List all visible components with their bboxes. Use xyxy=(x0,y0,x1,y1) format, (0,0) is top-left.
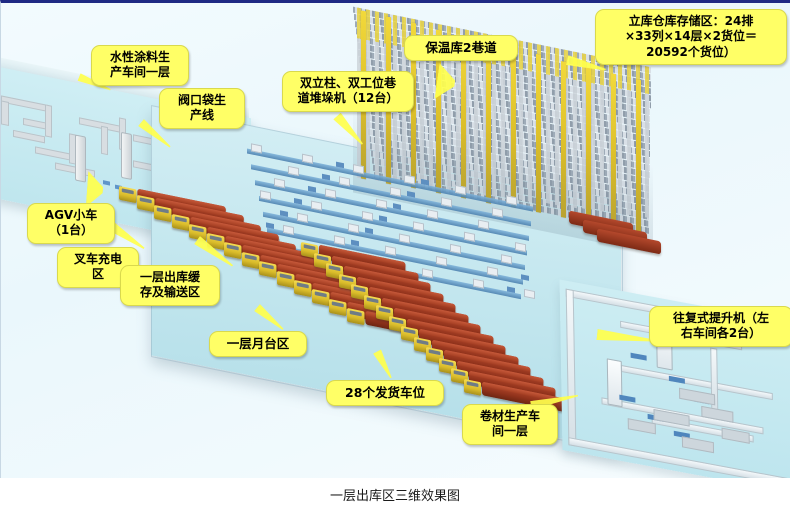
callout-label-coating-workshop[interactable]: 水性涂料生 产车间一层 xyxy=(91,45,189,86)
callout-label-shipping-bays[interactable]: 28个发货车位 xyxy=(326,380,444,406)
callout-label-reciprocating-lift[interactable]: 往复式提升机（左 右车间各2台） xyxy=(649,306,790,347)
workshop-machine xyxy=(681,436,715,454)
callout-label-valve-bag-line[interactable]: 阀口袋生 产线 xyxy=(159,88,245,129)
callout-label-outbound-buffer[interactable]: 一层出库缓 存及输送区 xyxy=(120,265,220,306)
conveyor-segment xyxy=(630,352,647,361)
figure-caption: 一层出库区三维效果图 xyxy=(0,478,790,511)
callout-label-insulated-aisles[interactable]: 保温库2巷道 xyxy=(404,35,518,61)
callout-label-agv-car[interactable]: AGV小车 （1台） xyxy=(27,203,115,244)
diagram-frame: 立库仓库存储区：24排 ×33列×14层×2货位＝ 20592个货位） 保温库2巷… xyxy=(0,0,790,481)
callout-label-platform-area[interactable]: 一层月台区 xyxy=(209,331,307,357)
workshop-wall xyxy=(565,288,577,447)
callout-label-storage-area[interactable]: 立库仓库存储区：24排 ×33列×14层×2货位＝ 20592个货位） xyxy=(595,9,787,66)
workshop-machine xyxy=(679,387,716,406)
callout-label-stacker-cranes[interactable]: 双立柱、双工位巷 道堆垛机（12台） xyxy=(282,71,414,112)
callout-label-coil-workshop[interactable]: 卷材生产车 间一层 xyxy=(462,404,558,445)
